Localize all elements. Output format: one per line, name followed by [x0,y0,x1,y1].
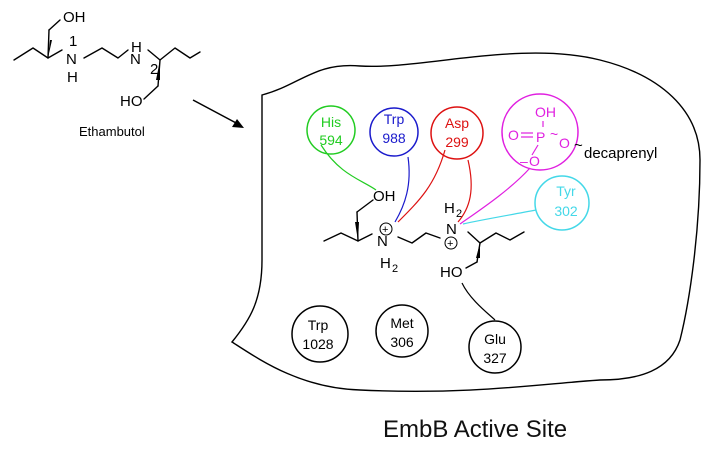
ethambutol-caption: Ethambutol [79,124,145,139]
ligand-right-wedge [476,243,480,258]
ligand-plus-left: + [382,224,388,236]
residue-asp299: Asp 299 [430,106,484,160]
ethambutol-oh-bottom: HO [120,93,143,110]
residue-tyr302: Tyr 302 [534,175,590,231]
ligand-left-chain [323,232,373,242]
phosphate-tilde: ~ [550,126,558,142]
asp299-right-interaction [457,159,472,223]
phosphate-p: P [536,129,545,145]
residue-circle [306,105,356,155]
residue-name: Asp [445,115,469,131]
residue-name: Trp [384,111,405,127]
active-site-title: EmbB Active Site [383,416,567,443]
residue-number: 988 [382,130,406,146]
phosphate-circle [501,93,579,171]
ethambutol-left-wedge [48,40,52,58]
residue-met306: Met 306 [375,304,429,358]
glu327-interaction [461,282,496,321]
residue-name: Met [390,315,413,331]
ethambutol-left-ch2 [47,29,50,59]
residue-circle [468,320,522,374]
his594-interaction [320,144,377,191]
ethambutol-h1: H [67,69,78,86]
ethambutol-num-2: 2 [150,61,158,78]
ethambutol-oh-top: OH [63,9,86,26]
residue-name: Glu [484,331,506,347]
ligand-h-right-sub: 2 [456,208,462,220]
ligand-n-right: N [446,221,457,238]
active-site-outline [230,52,701,392]
ethambutol-n2: N [130,51,141,68]
residue-number: 1028 [302,336,333,352]
phosphate-o3: O [529,153,540,169]
asp299-left-interaction [397,149,446,223]
phosphate-o3-bond [531,144,539,156]
ligand-left-ch2oh [356,199,374,213]
ligand-right-oh-bond [465,261,478,269]
bound-ethambutol: OH N H 2 + H 2 N + HO [323,188,525,281]
ligand-h-left: H [380,255,391,272]
residue-his594: His 594 [306,105,356,155]
phosphate-interaction [459,167,531,225]
ethambutol-structure: OH 1 N H H N 2 HO Ethambutol [13,9,201,139]
ligand-plus-right-circle [444,236,458,250]
ethambutol-left-ch2oh [48,19,61,31]
residue-number: 594 [319,132,343,148]
phosphate-chain-tilde: ~ [574,137,583,154]
ethambutol-left-chain [13,47,63,61]
residue-trp988: Trp 988 [369,107,419,157]
phosphate-oh: OH [535,104,556,120]
ethambutol-num-1: 1 [69,33,77,50]
ligand-plus-left-circle [379,222,393,236]
ligand-plus-right: + [447,238,453,250]
ligand-n-left: N [377,233,388,250]
residue-circle [375,304,429,358]
decaprenyl-label: decaprenyl [584,145,657,162]
ligand-bridge [397,232,441,244]
residue-number: 299 [445,134,469,150]
ligand-ho: HO [440,264,463,281]
ethambutol-h2: H [131,39,142,56]
residue-trp1028: Trp 1028 [291,305,349,363]
ligand-right-chain [467,231,525,244]
residue-circle [369,107,419,157]
residue-number: 306 [390,334,414,350]
residue-name: His [321,114,341,130]
ethambutol-bridge [83,47,129,59]
ethambutol-n1: N [66,51,77,68]
ethambutol-right-oh-bond [143,85,159,100]
phosphate-o2: O [559,135,570,151]
binding-arrow [192,99,244,128]
residue-number: 327 [483,350,507,366]
ligand-h-left-sub: 2 [392,263,398,275]
phosphate-o1: O [508,127,519,143]
residue-number: 302 [554,203,578,219]
tyr302-interaction [462,209,537,225]
trp988-interaction [394,156,410,223]
residue-circle [291,305,349,363]
phosphate-minus: – [520,153,528,169]
ligand-left-wedge [355,222,359,241]
residue-circle [430,106,484,160]
ethambutol-right-wedge [156,60,160,80]
interaction-lines [320,144,537,321]
ligand-oh: OH [373,188,396,205]
ligand-h-right: H [444,200,455,217]
residue-name: Tyr [556,183,576,199]
residue-name: Trp [308,317,329,333]
residue-circle [534,175,590,231]
residue-glu327: Glu 327 [468,320,522,374]
phosphate-group: OH O P ~ O – O ~ decaprenyl [501,93,657,171]
ethambutol-right-chain [147,47,201,61]
